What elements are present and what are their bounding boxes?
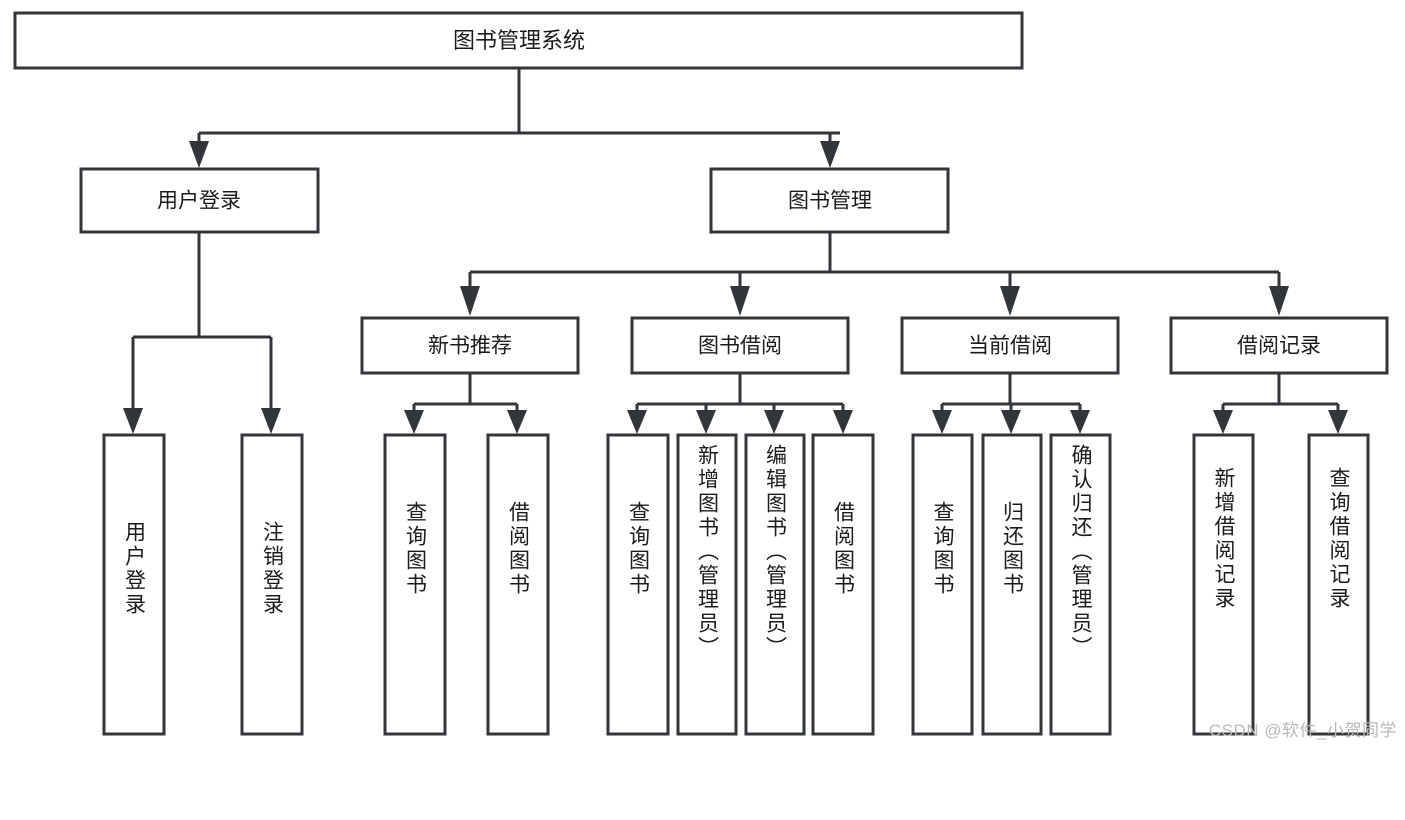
node-root[interactable]: 图书管理系统 [13,11,1024,70]
node-user-login-label: 用户登录 [157,190,241,213]
leaf-logout-login-box[interactable] [240,433,304,736]
arrow-head-borrow-record [1269,286,1289,316]
arrow-head-leaf-borrow-book-1 [507,410,527,434]
node-book-borrow-box[interactable] [630,316,850,375]
leaf-borrow-book-1-box[interactable] [486,433,550,736]
node-new-book-recommend-label: 新书推荐 [428,335,512,358]
node-root-box[interactable] [13,11,1024,70]
node-book-management-box[interactable] [709,167,950,234]
leaf-add-record-box[interactable] [1192,433,1255,736]
node-borrow-record-label: 借阅记录 [1237,335,1321,358]
node-new-book-recommend[interactable]: 新书推荐 [360,316,580,375]
leaf-user-login-box[interactable] [102,433,166,736]
arrow-head-leaf-query-book-3 [932,410,952,434]
arrow-head-book-borrow [730,286,750,316]
node-current-borrow-box[interactable] [900,316,1120,375]
leaf-borrow-book-2-box[interactable] [811,433,875,736]
arrow-head-current-borrow [1000,286,1020,316]
arrow-head-leaf-return-book [1001,410,1021,434]
hierarchy-diagram-svg: 图书管理系统 用户登录 图书管理 新书推荐 图书借阅 当前借阅 借阅记录 [13,11,1389,736]
leaf-edit-book-box[interactable] [744,433,806,736]
flowchart-canvas: 图书管理系统 用户登录 图书管理 新书推荐 图书借阅 当前借阅 借阅记录 [13,11,1397,740]
node-book-management-label: 图书管理 [788,190,872,213]
node-borrow-record-box[interactable] [1169,316,1389,375]
arrow-head-user-login [189,141,209,168]
node-current-borrow[interactable]: 当前借阅 [900,316,1120,375]
arrow-head-leaf-add-record [1213,410,1233,434]
leaf-confirm-return-box[interactable] [1049,433,1112,736]
node-user-login-box[interactable] [79,167,320,234]
arrow-head-new-book-recommend [460,286,480,316]
arrow-head-leaf-query-book-2 [627,410,647,434]
connector-layer [123,68,1348,434]
arrow-head-leaf-logout-login [261,408,281,434]
leaf-add-book-box[interactable] [676,433,738,736]
node-book-borrow-label: 图书借阅 [698,335,782,358]
node-book-borrow[interactable]: 图书借阅 [630,316,850,375]
node-root-label: 图书管理系统 [453,28,585,53]
arrow-head-leaf-query-book-1 [404,410,424,434]
arrow-head-book-management [820,141,840,168]
arrow-head-leaf-user-login [123,408,143,434]
csdn-watermark: CSDN @软件_小贺同学 [1208,721,1397,740]
leaf-query-book-2-box[interactable] [606,433,670,736]
arrow-head-leaf-add-book [696,410,716,434]
leaf-query-book-1-box[interactable] [383,433,447,736]
arrow-head-leaf-borrow-book-2 [833,410,853,434]
arrow-head-leaf-query-record [1328,410,1348,434]
arrow-head-leaf-confirm-return [1070,410,1090,434]
leaf-query-book-3-box[interactable] [911,433,974,736]
node-new-book-recommend-box[interactable] [360,316,580,375]
node-current-borrow-label: 当前借阅 [968,335,1052,358]
arrow-head-leaf-edit-book [764,410,784,434]
node-borrow-record[interactable]: 借阅记录 [1169,316,1389,375]
node-book-management[interactable]: 图书管理 [709,167,950,234]
leaf-query-record-box[interactable] [1307,433,1370,736]
leaf-return-book-box[interactable] [981,433,1043,736]
node-user-login[interactable]: 用户登录 [79,167,320,234]
leaf-box-layer [102,433,1370,736]
